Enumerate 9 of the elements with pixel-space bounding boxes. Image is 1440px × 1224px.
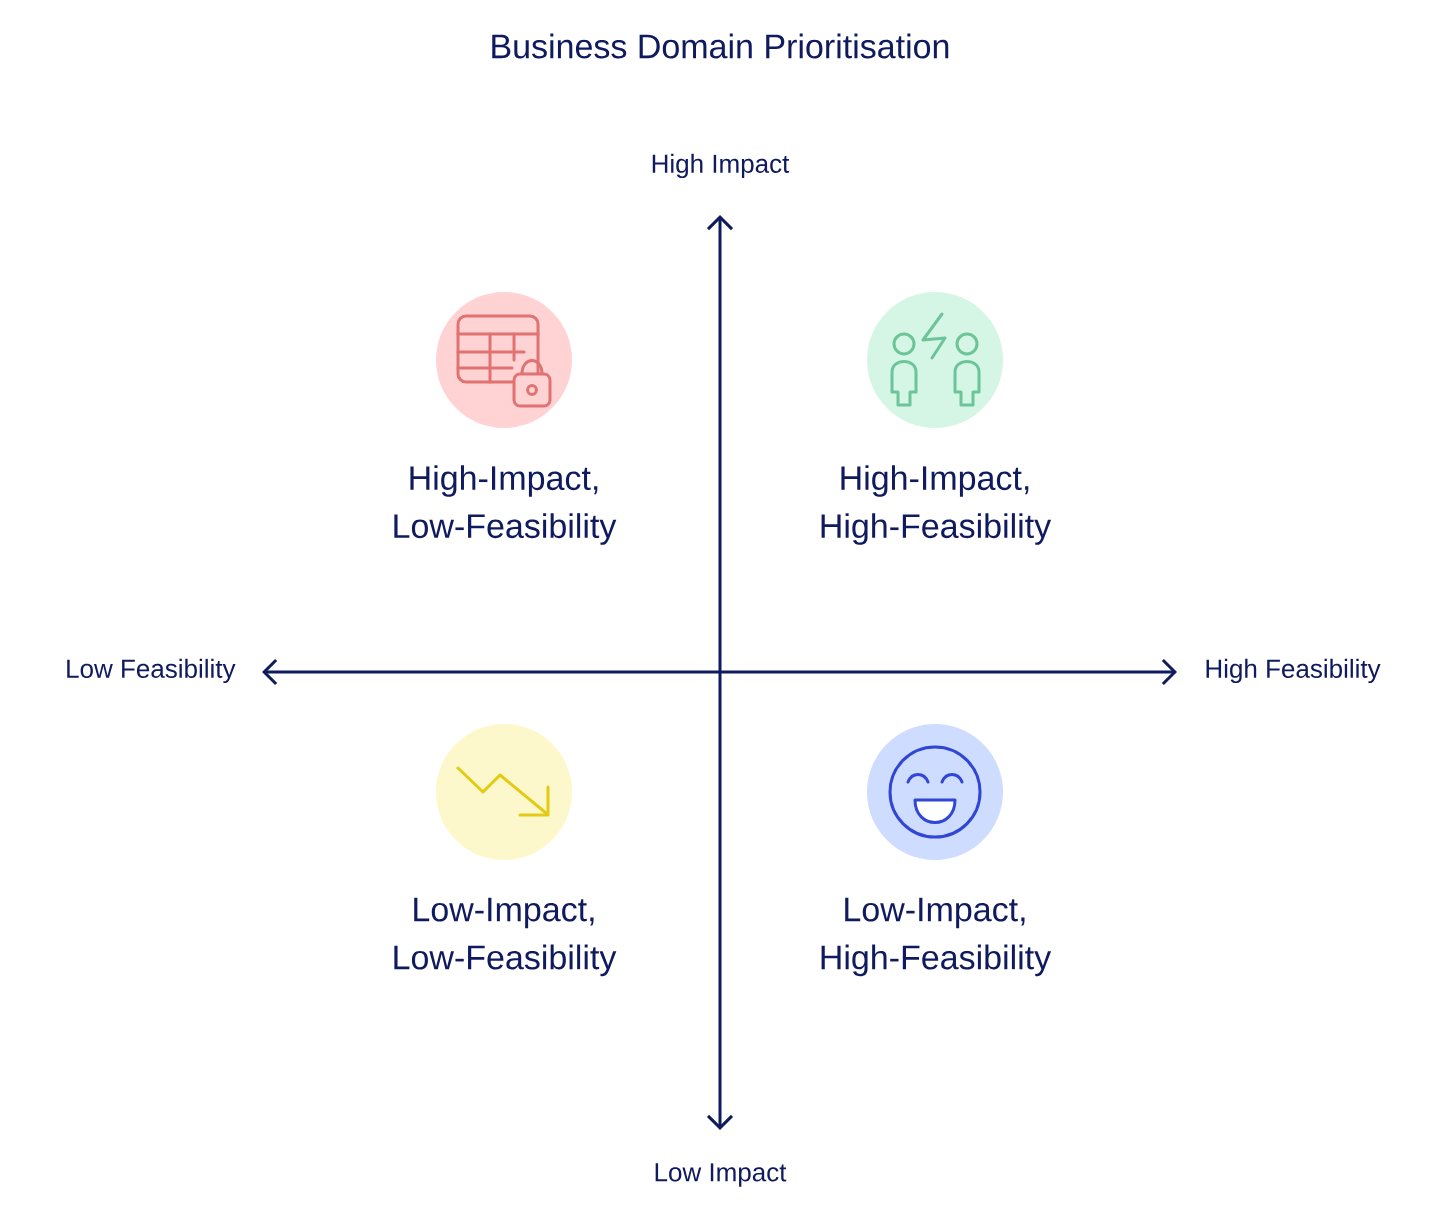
axis-label: High Impact — [652, 153, 790, 179]
axis-label: High Feasibility — [1206, 658, 1381, 684]
axis-label: Low Impact — [655, 1163, 787, 1187]
quadrant-label: Low-Impact, High-Feasibility — [821, 897, 1052, 977]
quadrant-label: High-Impact, Low-Feasibility — [394, 465, 617, 545]
title: Business Domain Prioritisation — [492, 33, 949, 59]
quadrant-label: Low-Impact, Low-Feasibility — [394, 897, 617, 977]
quadrant-label: High-Impact, High-Feasibility — [821, 465, 1052, 545]
axis-label: Low Feasibility — [67, 658, 236, 684]
